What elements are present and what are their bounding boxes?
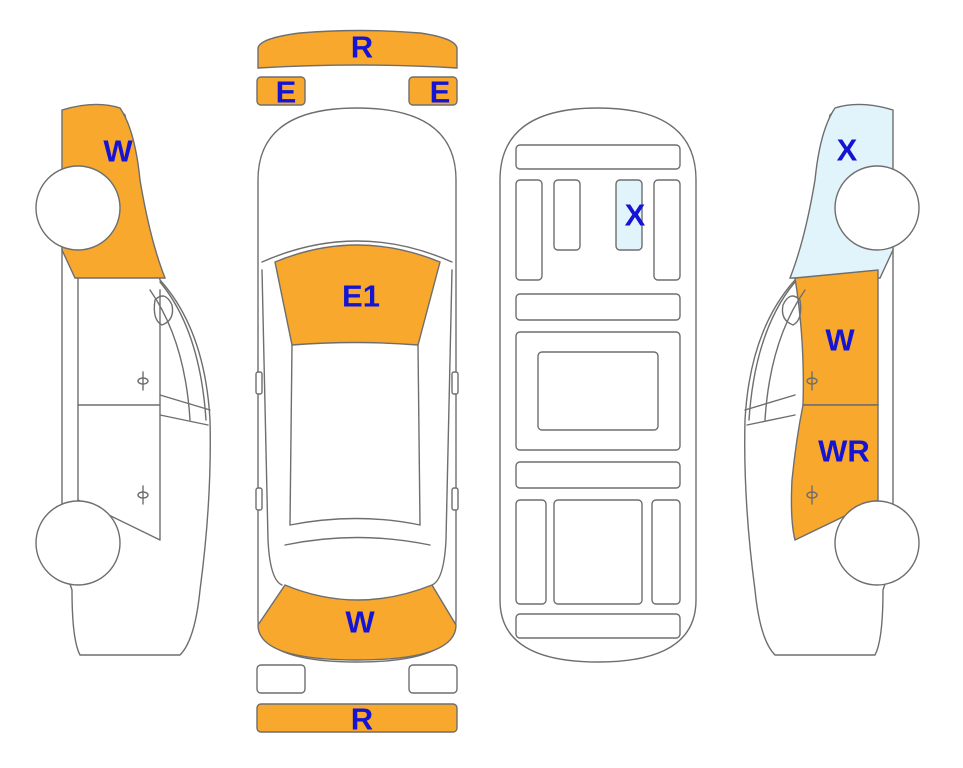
rear-bumper-panel[interactable]: [256, 703, 458, 733]
top-view: [255, 29, 459, 733]
right-front-fender-label: X: [837, 133, 858, 168]
front-left-lamp-label: E: [276, 75, 297, 110]
rear-window-label: W: [345, 605, 375, 640]
front-left-lamp-panel[interactable]: [256, 76, 306, 106]
right-side-view: [744, 103, 920, 656]
rear-bumper-label: R: [351, 702, 373, 737]
hood-label: E1: [342, 279, 380, 314]
front-bumper-panel[interactable]: [257, 29, 458, 69]
left-front-fender-label: W: [103, 134, 133, 169]
underbody-view: [499, 107, 697, 663]
right-front-door-label: W: [825, 323, 855, 358]
front-bumper-label: R: [351, 30, 373, 65]
front-right-lamp-panel[interactable]: [408, 76, 458, 106]
underbody-left-rail-panel[interactable]: [615, 179, 643, 251]
left-side-view: [35, 103, 211, 656]
underbody-left-rail-label: X: [625, 198, 646, 233]
right-rear-door-label: WR: [818, 434, 870, 469]
rear-left-lamp-panel[interactable]: [256, 664, 306, 694]
front-right-lamp-label: E: [430, 75, 451, 110]
hood-panel[interactable]: [274, 244, 441, 346]
damage-labels: R E E E1 W R X W X W WR: [103, 30, 869, 737]
rear-window-panel[interactable]: [257, 584, 457, 661]
rear-right-lamp-panel[interactable]: [408, 664, 458, 694]
